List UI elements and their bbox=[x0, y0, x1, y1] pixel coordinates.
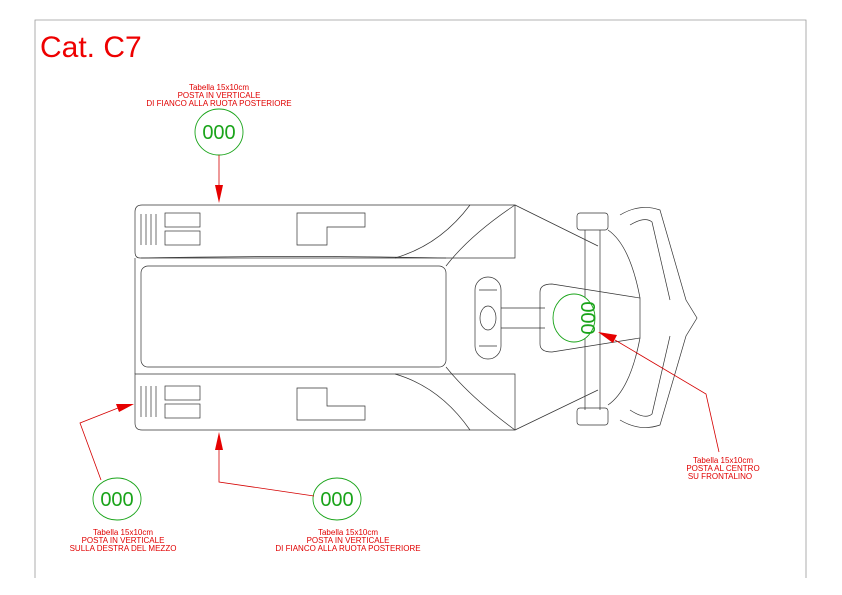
plate-bottom-center-number: 000 bbox=[320, 489, 353, 511]
plate-bottom-left-number: 000 bbox=[100, 489, 133, 511]
svg-text:DI FIANCO ALLA RUOTA POSTERIOR: DI FIANCO ALLA RUOTA POSTERIORE bbox=[275, 544, 420, 553]
svg-text:SULLA DESTRA DEL MEZZO: SULLA DESTRA DEL MEZZO bbox=[70, 544, 177, 553]
note-top: Tabella 15x10cm POSTA IN VERTICALE DI FI… bbox=[146, 83, 291, 108]
plate-top-number: 000 bbox=[202, 122, 235, 144]
svg-text:Tabella 15x10cm: Tabella 15x10cm bbox=[693, 456, 753, 465]
svg-text:POSTA IN VERTICALE: POSTA IN VERTICALE bbox=[82, 536, 165, 545]
plate-bottom-center: 000 bbox=[312, 477, 362, 521]
plate-front-number: 000 bbox=[576, 301, 598, 334]
note-bottom-center: Tabella 15x10cm POSTA IN VERTICALE DI FI… bbox=[275, 528, 420, 553]
plate-front: 000 bbox=[552, 293, 598, 343]
svg-text:Tabella 15x10cm: Tabella 15x10cm bbox=[318, 528, 378, 537]
svg-text:Tabella 15x10cm: Tabella 15x10cm bbox=[189, 83, 249, 92]
svg-text:POSTA IN VERTICALE: POSTA IN VERTICALE bbox=[178, 91, 261, 100]
category-title: Cat. C7 bbox=[40, 31, 142, 64]
leader-bottom-center bbox=[215, 432, 315, 497]
leader-bottom-left bbox=[79, 404, 134, 481]
note-bottom-left: Tabella 15x10cm POSTA IN VERTICALE SULLA… bbox=[70, 528, 177, 553]
svg-text:DI FIANCO ALLA RUOTA POSTERIOR: DI FIANCO ALLA RUOTA POSTERIORE bbox=[146, 99, 291, 108]
leader-top bbox=[215, 155, 223, 203]
kart-outline bbox=[134, 204, 698, 431]
note-right: Tabella 15x10cm POSTA AL CENTRO SU FRONT… bbox=[686, 456, 759, 481]
svg-text:Tabella 15x10cm: Tabella 15x10cm bbox=[93, 528, 153, 537]
svg-text:SU FRONTALINO: SU FRONTALINO bbox=[688, 472, 752, 481]
leader-front bbox=[598, 332, 720, 453]
drawing-frame bbox=[34, 19, 807, 578]
plate-top: 000 bbox=[194, 108, 244, 156]
svg-text:POSTA AL CENTRO: POSTA AL CENTRO bbox=[686, 464, 759, 473]
svg-text:POSTA IN VERTICALE: POSTA IN VERTICALE bbox=[307, 536, 390, 545]
plate-bottom-left: 000 bbox=[92, 477, 142, 521]
